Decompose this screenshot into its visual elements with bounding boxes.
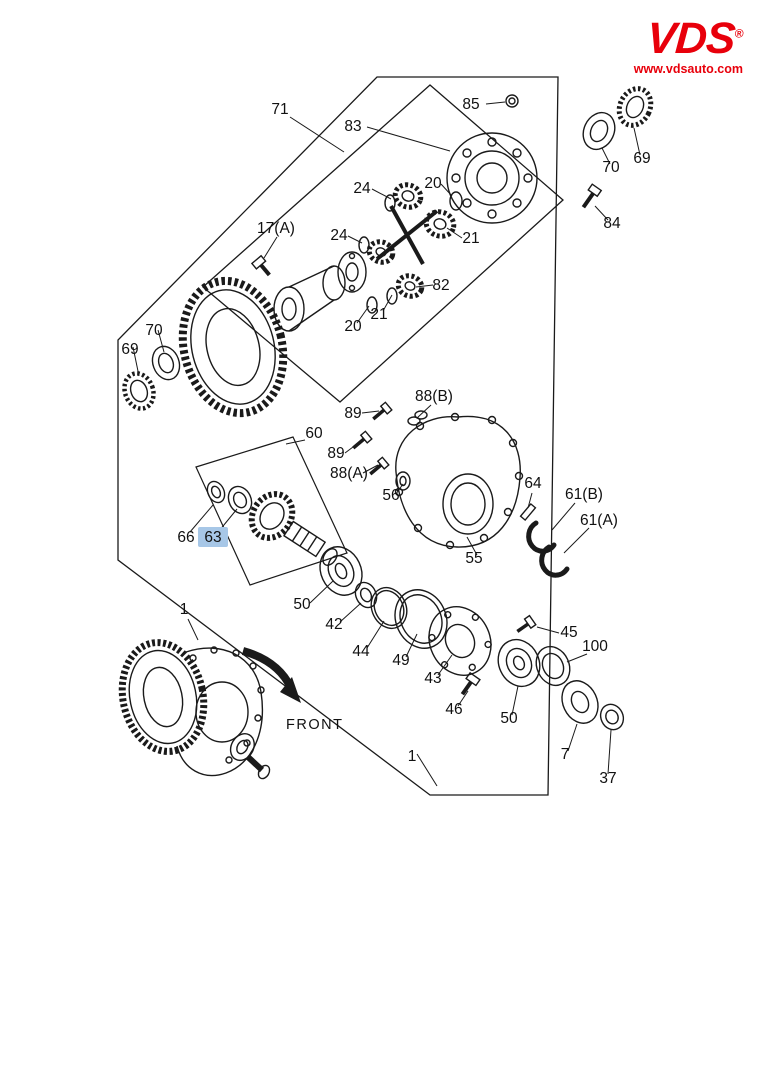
part-label-70b: 70 [145, 322, 163, 339]
part-label-45: 45 [560, 624, 577, 641]
part-label-84: 84 [603, 215, 621, 232]
part-label-61a: 61(A) [580, 512, 618, 529]
retainer-43-drawing [428, 606, 492, 676]
part-label-55: 55 [465, 550, 482, 567]
bolt-46-drawing [460, 671, 481, 696]
leader-lines [132, 101, 641, 787]
part-label-43: 43 [424, 670, 441, 687]
bolt-89b-drawing [352, 430, 373, 450]
brand-website: www.vdsauto.com [633, 61, 743, 76]
side-flange-83-drawing [446, 132, 538, 224]
part-label-70a: 70 [602, 159, 620, 176]
part-label-66: 66 [177, 529, 194, 546]
vds-logo: VDS® [632, 14, 744, 63]
drive-pinion-drawing [248, 491, 338, 566]
assembled-differential-drawing [118, 639, 271, 780]
spacer-42-drawing [354, 581, 378, 609]
part-label-1b: 1 [408, 748, 417, 765]
part-label-1a: 1 [180, 601, 189, 618]
spider-gear-set-drawing [358, 182, 463, 314]
registered-mark: ® [734, 26, 744, 41]
part-labels: 85 83 71 20 24 17(A) 24 21 82 21 20 70 6… [121, 96, 650, 787]
part-label-60: 60 [305, 425, 323, 442]
spacer-56-drawing [395, 471, 411, 491]
part-label-49: 49 [392, 652, 409, 669]
part-label-50a: 50 [293, 596, 311, 613]
washer-66-drawing [206, 480, 226, 504]
bolt-45-drawing [516, 614, 537, 633]
part-label-71: 71 [271, 101, 288, 118]
washer-69-left-drawing [122, 371, 156, 411]
part-label-46: 46 [445, 701, 462, 718]
carrier-housing-55-drawing [394, 412, 524, 550]
bolt-88a-drawing [369, 456, 390, 476]
part-label-89a: 89 [344, 405, 361, 422]
bolt-17a-drawing [250, 254, 271, 277]
part-label-17a: 17(A) [257, 220, 295, 237]
parts-artwork [118, 86, 654, 780]
part-label-69a: 69 [633, 150, 650, 167]
part-label-64: 64 [524, 475, 542, 492]
bearing-70-right-drawing [582, 111, 616, 151]
part-label-21b: 21 [370, 306, 387, 323]
part-label-82: 82 [432, 277, 449, 294]
part-label-83: 83 [344, 118, 361, 135]
bearing-63-drawing [227, 485, 253, 515]
part-label-20b: 20 [344, 318, 362, 335]
part-label-100: 100 [582, 638, 608, 655]
nut-85-drawing [505, 94, 519, 108]
bolt-89a-drawing [372, 401, 393, 421]
part-label-24b: 24 [330, 227, 348, 244]
part-label-88a: 88(A) [330, 465, 368, 482]
pinion-cage-drawing [273, 251, 367, 332]
part-label-56: 56 [382, 487, 399, 504]
gasket-49-drawing [394, 589, 448, 649]
bolt-84-drawing [581, 183, 603, 209]
bracket-61a-drawing [539, 544, 570, 578]
part-label-20a: 20 [424, 175, 442, 192]
part-label-42: 42 [325, 616, 342, 633]
part-label-85: 85 [462, 96, 479, 113]
flange-7-drawing [561, 680, 599, 724]
outer-frame [117, 76, 559, 796]
pin-64-drawing [519, 502, 537, 522]
diagram-frames [117, 76, 564, 796]
part-label-63-highlighted[interactable]: 63 [204, 529, 221, 546]
bearing-50-front-drawing [319, 546, 363, 596]
part-label-69b: 69 [121, 341, 138, 358]
part-label-61b: 61(B) [565, 486, 603, 503]
bearing-50-rear-drawing [497, 638, 541, 688]
washer-69-right-drawing [616, 86, 654, 128]
inner-frame-pinion-set [195, 436, 348, 586]
oring-44-drawing [370, 586, 408, 630]
nut-37-drawing [599, 703, 625, 731]
brand-block: VDS® www.vdsauto.com [632, 14, 744, 76]
part-label-37: 37 [599, 770, 616, 787]
vds-logo-text: VDS [644, 14, 736, 63]
front-arrow [241, 647, 301, 703]
oil-seal-100-drawing [535, 645, 571, 687]
part-label-44: 44 [352, 643, 370, 660]
part-label-24a: 24 [353, 180, 371, 197]
part-label-7: 7 [561, 746, 570, 763]
part-label-21a: 21 [462, 230, 479, 247]
part-label-50b: 50 [500, 710, 518, 727]
inner-frame-gear-set [202, 84, 564, 403]
highlight-63 [198, 527, 228, 547]
washer-88b-drawing [407, 410, 428, 426]
front-label: FRONT [286, 717, 343, 733]
ring-gear-drawing [178, 276, 288, 418]
part-label-89b: 89 [327, 445, 344, 462]
part-label-88b: 88(B) [415, 388, 453, 405]
bearing-70-left-drawing [151, 345, 181, 381]
